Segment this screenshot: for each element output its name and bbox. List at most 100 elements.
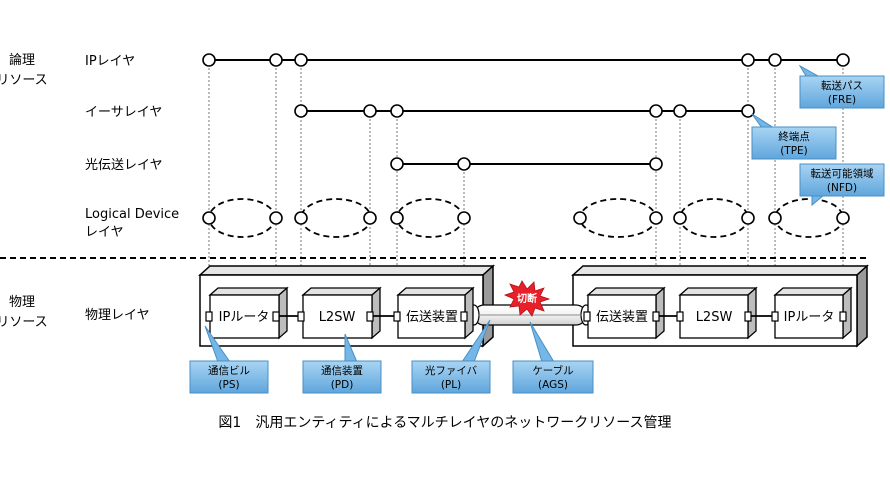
ethernet-layer-endpoint [673, 104, 687, 118]
device-transmission-right: 伝送装置 [586, 286, 666, 340]
device-port [460, 311, 468, 322]
ip-layer-endpoint [836, 53, 850, 67]
callout-fre-line1: 転送パス [821, 79, 863, 92]
device-port [297, 311, 305, 322]
callout-nfd-line1: 転送可能領域 [811, 167, 874, 180]
logical-device-endpoint [390, 211, 404, 225]
layer-label-ethernet: イーサレイヤ [85, 105, 162, 120]
logical-device-endpoint [294, 211, 308, 225]
callout-tpe: 終端点 (TPE) [751, 126, 837, 160]
layer-label-ip: IPレイヤ [85, 54, 135, 69]
physical-label-line1: 物理 [9, 295, 35, 310]
logical-device-domain [579, 198, 657, 238]
logical-device-endpoint [457, 211, 471, 225]
logical-device-domain [774, 198, 844, 238]
device-port [676, 311, 684, 322]
callout-ags: ケーブル (AGS) [512, 360, 594, 394]
optical-layer-path [390, 157, 663, 171]
logical-device-endpoint [573, 211, 587, 225]
logical-device-domain [396, 198, 464, 238]
device-l2sw-right: L2SW [678, 286, 758, 340]
layer-label-logical-device-line1: Logical Device [85, 207, 179, 222]
ip-layer-endpoint [269, 53, 283, 67]
callout-fre-line2: (FRE) [828, 94, 856, 106]
device-port [771, 311, 779, 322]
device-port [366, 311, 374, 322]
logical-device-endpoint [202, 211, 216, 225]
device-ip-router-right: IPルータ [773, 286, 853, 340]
callout-ps-line1: 通信ビル [208, 365, 250, 377]
logical-device-endpoint [741, 211, 755, 225]
device-port [652, 311, 660, 322]
callout-pl-line1: 光ファイバ [425, 364, 478, 377]
callout-nfd: 転送可能領域 (NFD) [799, 163, 885, 197]
cut-label: 切断 [517, 292, 537, 305]
physical-label-line2: リソース [0, 315, 48, 330]
ethernet-layer-endpoint [741, 104, 755, 118]
callout-pd-line1: 通信装置 [321, 364, 363, 377]
figure-caption: 図1 汎用エンティティによるマルチレイヤのネットワークリソース管理 [218, 415, 671, 431]
device-ip-router-left: IPルータ [208, 286, 289, 340]
logical-device-endpoint [649, 211, 663, 225]
device-ports [205, 311, 847, 322]
device-port [839, 311, 847, 322]
callout-pl: 光ファイバ (PL) [411, 360, 491, 394]
logical-label-line1: 論理 [9, 52, 35, 68]
ethernet-layer-endpoint [649, 104, 663, 118]
device-port [393, 311, 401, 322]
logical-device-endpoint [363, 211, 377, 225]
callout-pl-line2: (PL) [441, 379, 461, 391]
device-label-ip-router-left: IPルータ [219, 310, 270, 325]
device-l2sw-left: L2SW [301, 286, 382, 340]
logical-device-endpoint [836, 211, 850, 225]
callout-pd: 通信装置 (PD) [302, 360, 382, 394]
ethernet-layer-endpoint [294, 104, 308, 118]
optical-layer-endpoint [457, 157, 471, 171]
physical-layer: IPルータ L2SW 伝送装置 伝送装置 L2SW [198, 264, 869, 348]
ethernet-layer-endpoint [390, 104, 404, 118]
logical-device-domain [679, 198, 749, 238]
device-label-l2sw-right: L2SW [696, 310, 733, 325]
logical-device-endpoint [673, 211, 687, 225]
device-port [744, 311, 752, 322]
callout-ags-line1: ケーブル [532, 364, 573, 377]
callout-fre: 転送パス (FRE) [799, 75, 885, 109]
optical-layer-endpoint [649, 157, 663, 171]
device-label-transmission-left: 伝送装置 [406, 310, 458, 325]
device-port [583, 311, 591, 322]
device-label-l2sw-left: L2SW [319, 310, 356, 325]
device-port [272, 311, 280, 322]
layer-labels: IPレイヤ イーサレイヤ 光伝送レイヤ Logical Device レイヤ 物… [85, 54, 179, 323]
side-labels: 論理 リソース 物理 リソース [0, 52, 48, 330]
layer-label-optical: 光伝送レイヤ [85, 158, 163, 173]
ethernet-layer-endpoint [363, 104, 377, 118]
logical-label-line2: リソース [0, 73, 48, 88]
callout-ps-line2: (PS) [218, 379, 239, 391]
logical-device-endpoint [269, 211, 283, 225]
logical-device-domain [208, 198, 276, 238]
layer-label-physical: 物理レイヤ [85, 308, 150, 323]
callout-ps: 通信ビル (PS) [189, 360, 269, 394]
callout-ags-line2: (AGS) [538, 379, 568, 391]
callout-tpe-line1: 終端点 [778, 130, 810, 143]
layer-label-logical-device-line2: レイヤ [85, 225, 124, 240]
ip-layer-endpoint [741, 53, 755, 67]
ip-layer-endpoint [202, 53, 216, 67]
callout-nfd-line2: (NFD) [827, 182, 857, 194]
cut-burst-icon: 切断 [503, 280, 551, 317]
ip-layer-path [202, 53, 850, 67]
ethernet-layer-path [294, 104, 755, 118]
optical-layer-endpoint [390, 157, 404, 171]
logical-device-domain [300, 198, 372, 238]
device-label-transmission-right: 伝送装置 [596, 310, 648, 325]
logical-device-layer [202, 198, 850, 238]
callout-pd-line2: (PD) [331, 379, 354, 391]
device-label-ip-router-right: IPルータ [784, 310, 835, 325]
ip-layer-endpoint [294, 53, 308, 67]
device-port [205, 311, 213, 322]
logical-device-endpoint [768, 211, 782, 225]
ip-layer-endpoint [768, 53, 782, 67]
callout-tpe-line2: (TPE) [780, 145, 808, 157]
